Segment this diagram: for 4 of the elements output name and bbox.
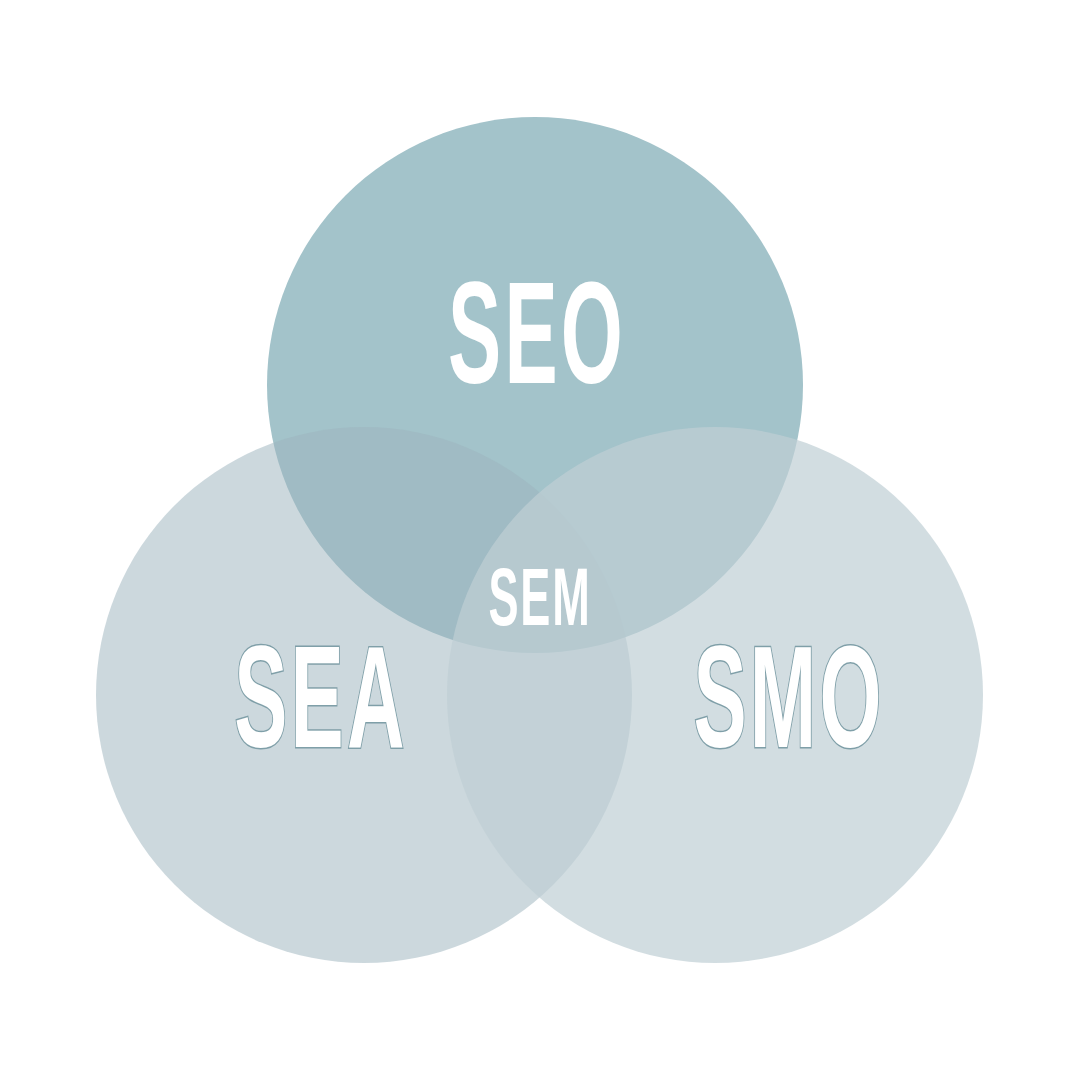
- set-label: SEA: [234, 642, 408, 752]
- intersection-label: SEM: [488, 566, 592, 628]
- set-label: SEO: [448, 278, 626, 388]
- set-label: SMO: [693, 642, 885, 752]
